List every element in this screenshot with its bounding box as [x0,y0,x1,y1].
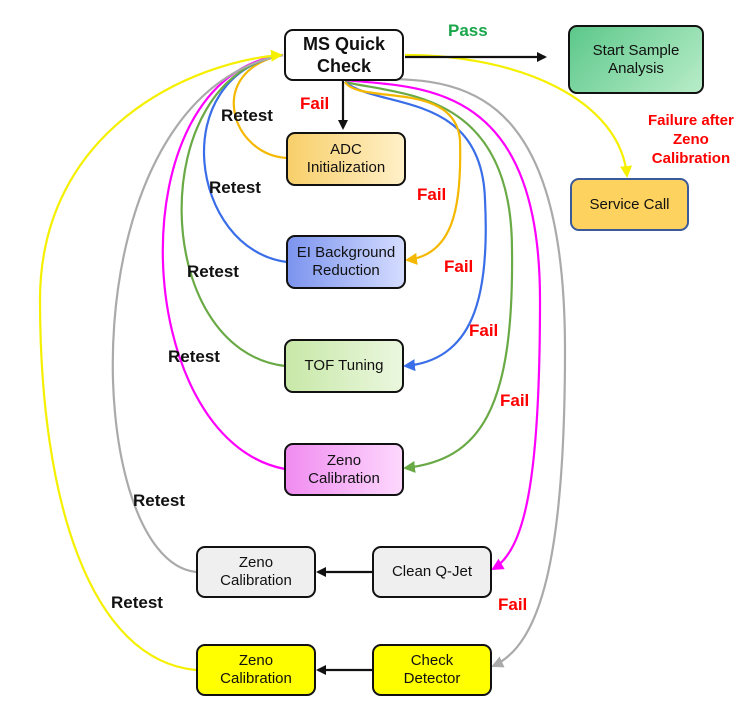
retest-connector-gray [111,53,284,574]
fail-label: Fail [300,94,330,113]
retest-label: Retest [133,491,185,510]
ei-background-reduction-node: EI Background Reduction [286,235,406,289]
failure-after-zeno-label: Failure after Zeno Calibration [648,112,734,167]
check-detector-node: Check Detector [372,644,492,696]
zeno-calibration-gray-node: Zeno Calibration [196,546,316,598]
fail-label: Fail [498,595,528,614]
retest-connector-green [180,53,286,368]
ms-quick-check-node: MS Quick Check [284,29,404,81]
fail-connector-orange [344,81,462,265]
fail-label: Fail [500,391,530,410]
fail-connector-magenta [344,78,542,571]
clean-q-jet-node: Clean Q-Jet [372,546,492,598]
pass-label: Pass [448,21,488,40]
retest-label: Retest [111,593,163,612]
zeno-calibration-pink-node: Zeno Calibration [284,443,404,496]
service-call-node: Service Call [570,178,689,231]
retest-connector-blue [203,53,288,264]
zeno-calibration-yellow-node: Zeno Calibration [196,644,316,696]
retest-connector-orange [232,53,288,160]
start-sample-analysis-node: Start Sample Analysis [568,25,704,94]
fail-label: Fail [469,321,499,340]
retest-label: Retest [221,106,273,125]
retest-label: Retest [209,178,261,197]
retest-connector-yellow [38,49,283,672]
retest-connector-magenta [161,53,286,471]
adc-initialization-node: ADC Initialization [286,132,406,186]
fail-label: Fail [444,257,474,276]
retest-label: Retest [168,347,220,366]
fail-label: Fail [417,185,447,204]
fail-connector-blue [344,81,487,372]
tof-tuning-node: TOF Tuning [284,339,404,393]
retest-label: Retest [187,262,239,281]
fail-connector-gray [344,78,567,668]
fail-connector-green [344,80,514,473]
